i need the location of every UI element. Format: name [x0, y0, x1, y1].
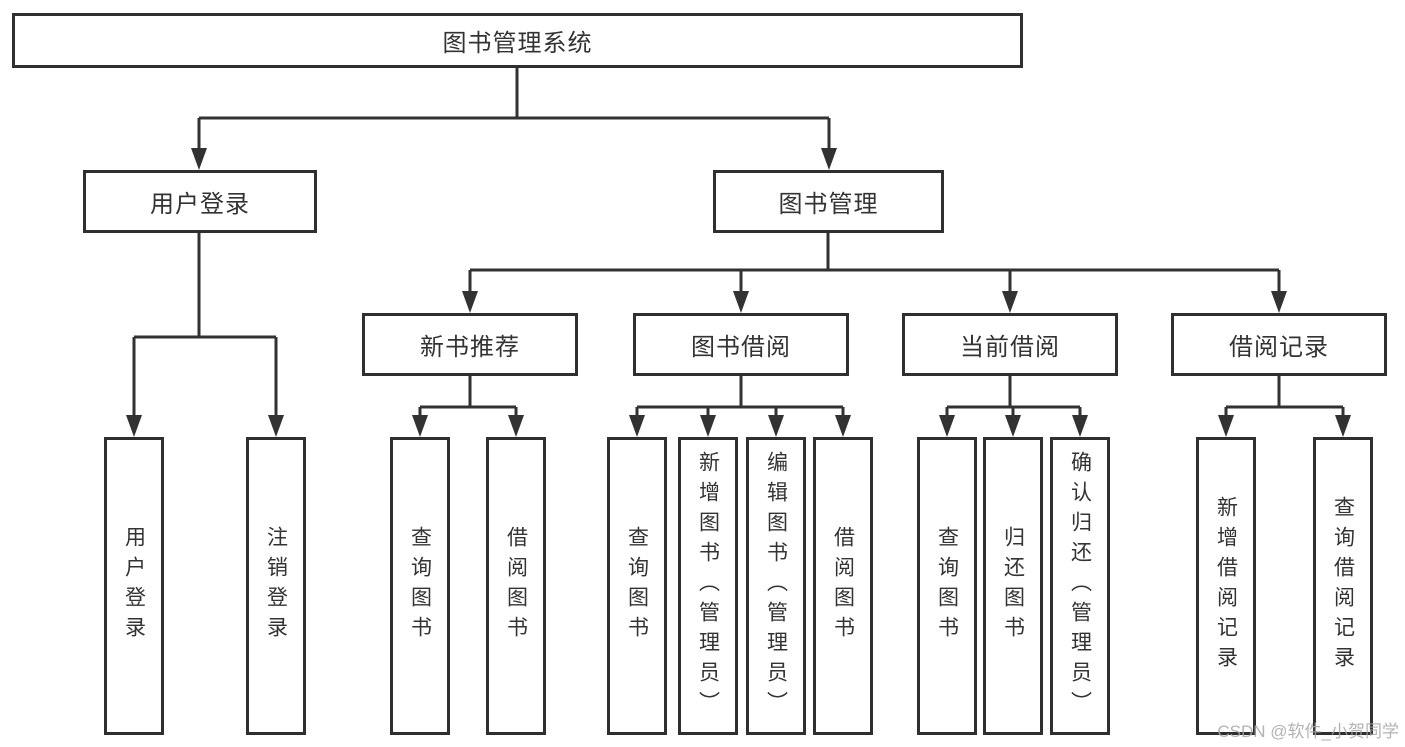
node-borrow-records: 借阅记录 [1171, 313, 1387, 376]
node-label: 图书管理 [778, 191, 879, 218]
node-label: 借阅记录 [1229, 334, 1329, 361]
leaf-query-borrow-record: 查询借阅记录 [1313, 437, 1373, 735]
node-label: 新书推荐 [420, 334, 520, 361]
node-label: 用户登录 [150, 191, 250, 218]
node-label: 图书借阅 [691, 334, 791, 361]
arrow-down-icon [1271, 291, 1287, 313]
arrow-down-icon [700, 415, 716, 437]
arrow-down-icon [126, 415, 142, 437]
csdn-watermark: CSDN @软件_小贺同学 [1217, 722, 1399, 741]
node-label: 归还图书 [1001, 526, 1025, 646]
leaf-edit-books-admin: 编辑图书（管理员） [746, 437, 806, 735]
arrow-down-icon [1218, 415, 1234, 437]
arrow-down-icon [835, 415, 851, 437]
node-label: 图书管理系统 [442, 30, 593, 57]
arrow-down-icon [462, 291, 478, 313]
leaf-borrow-books: 借阅图书 [813, 437, 873, 735]
node-label: 新增借阅记录 [1214, 496, 1238, 676]
leaf-confirm-return-admin: 确认归还（管理员） [1050, 437, 1110, 735]
leaf-user-login: 用户登录 [104, 437, 164, 735]
arrow-down-icon [821, 148, 837, 170]
node-book-management: 图书管理 [713, 170, 944, 233]
node-label: 新增图书（管理员） [696, 451, 720, 721]
node-new-book-recommend: 新书推荐 [362, 313, 578, 376]
arrow-down-icon [1072, 415, 1088, 437]
node-root-system: 图书管理系统 [12, 13, 1023, 68]
node-label: 借阅图书 [504, 526, 528, 646]
node-label: 查询图书 [935, 526, 959, 646]
node-label: 借阅图书 [831, 526, 855, 646]
node-book-borrow: 图书借阅 [633, 313, 849, 376]
node-label: 注销登录 [264, 526, 288, 646]
leaf-query-books-current: 查询图书 [917, 437, 977, 735]
node-label: 用户登录 [122, 526, 146, 646]
leaf-query-books: 查询图书 [607, 437, 667, 735]
arrow-down-icon [939, 415, 955, 437]
node-label: 查询图书 [408, 526, 432, 646]
arrow-down-icon [191, 148, 207, 170]
arrow-down-icon [733, 291, 749, 313]
arrow-down-icon [1005, 415, 1021, 437]
node-label: 当前借阅 [960, 334, 1060, 361]
node-label: 确认归还（管理员） [1068, 451, 1092, 721]
arrow-down-icon [629, 415, 645, 437]
arrow-down-icon [268, 415, 284, 437]
leaf-return-books: 归还图书 [983, 437, 1043, 735]
leaf-logout: 注销登录 [246, 437, 306, 735]
node-current-borrow: 当前借阅 [902, 313, 1118, 376]
leaf-query-books-recommend: 查询图书 [390, 437, 450, 735]
arrow-down-icon [412, 415, 428, 437]
node-user-login: 用户登录 [83, 170, 317, 233]
node-label: 查询图书 [625, 526, 649, 646]
node-label: 查询借阅记录 [1331, 496, 1355, 676]
leaf-add-books-admin: 新增图书（管理员） [678, 437, 738, 735]
leaf-add-borrow-record: 新增借阅记录 [1196, 437, 1256, 735]
arrow-down-icon [1002, 291, 1018, 313]
leaf-borrow-books-recommend: 借阅图书 [486, 437, 546, 735]
arrow-down-icon [508, 415, 524, 437]
node-label: 编辑图书（管理员） [764, 451, 788, 721]
arrow-down-icon [768, 415, 784, 437]
arrow-down-icon [1335, 415, 1351, 437]
